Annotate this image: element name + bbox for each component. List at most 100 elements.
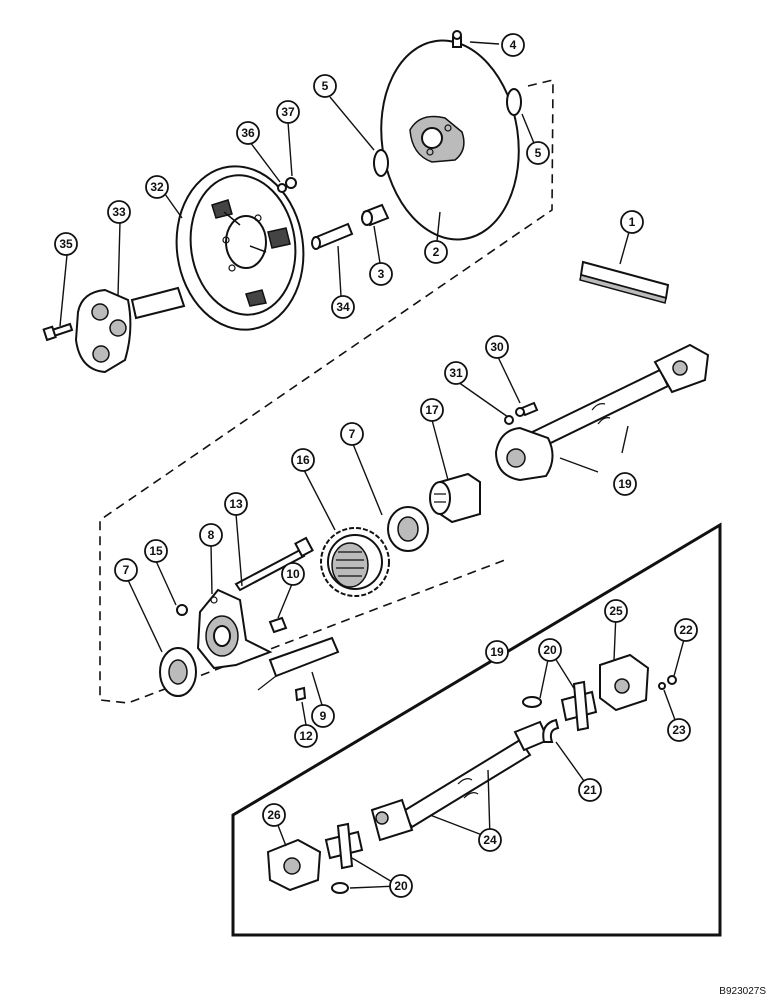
screw-12-part <box>294 686 307 702</box>
callout-5-left: 5 <box>313 74 337 98</box>
pin-part <box>311 222 354 250</box>
callout-19-upper: 19 <box>613 472 637 496</box>
callout-8-label: 8 <box>208 528 215 542</box>
grease-fitting-part <box>452 30 462 48</box>
screw-part <box>515 401 539 417</box>
callout-12: 12 <box>294 724 318 748</box>
callout-1: 1 <box>620 210 644 234</box>
callout-20-lower: 20 <box>389 874 413 898</box>
disc-part <box>380 39 520 241</box>
callout-31-label: 31 <box>449 366 463 380</box>
callout-7-upper: 7 <box>340 422 364 446</box>
callout-34: 34 <box>331 295 355 319</box>
callout-12-label: 12 <box>299 729 313 743</box>
pulley-part <box>175 165 305 331</box>
callout-17-label: 17 <box>425 403 439 417</box>
callout-36-label: 36 <box>241 126 255 140</box>
washer-23-part <box>658 682 666 690</box>
callout-2-label: 2 <box>433 245 440 259</box>
long-bolt-part <box>234 536 314 592</box>
callout-23: 23 <box>667 718 691 742</box>
small-washer-part <box>504 415 514 425</box>
leader-lines <box>59 41 687 889</box>
callout-33: 33 <box>107 200 131 224</box>
callout-24: 24 <box>478 828 502 852</box>
callout-21-label: 21 <box>583 783 597 797</box>
callout-22-label: 22 <box>679 623 693 637</box>
callout-10: 10 <box>281 562 305 586</box>
flange-bearing-part <box>429 472 481 524</box>
callout-7-lower-label: 7 <box>123 563 130 577</box>
callout-25: 25 <box>604 599 628 623</box>
callout-16-label: 16 <box>296 453 310 467</box>
set-screw-part <box>268 616 288 634</box>
shield-part <box>257 636 340 691</box>
lower-drive-shaft-part <box>370 720 550 842</box>
callout-24-label: 24 <box>483 833 497 847</box>
callout-25-label: 25 <box>609 604 623 618</box>
o-ring-left <box>373 149 389 177</box>
callout-10-label: 10 <box>286 567 300 581</box>
callout-13-label: 13 <box>229 497 243 511</box>
callout-9: 9 <box>311 704 335 728</box>
callout-3: 3 <box>369 262 393 286</box>
callout-22: 22 <box>674 618 698 642</box>
nut-22-part <box>667 675 677 685</box>
callout-8: 8 <box>199 523 223 547</box>
callout-35: 35 <box>54 232 78 256</box>
callout-32-label: 32 <box>150 180 164 194</box>
callout-9-label: 9 <box>320 709 327 723</box>
callout-5-right: 5 <box>526 141 550 165</box>
callout-17: 17 <box>420 398 444 422</box>
callout-7-upper-label: 7 <box>349 427 356 441</box>
flange-yoke-part <box>266 838 322 892</box>
callout-19-lower-label: 19 <box>490 645 504 659</box>
callout-20-lower-label: 20 <box>394 879 408 893</box>
callout-36: 36 <box>236 121 260 145</box>
bar-part <box>579 260 670 304</box>
washer-part <box>277 183 287 193</box>
callout-21: 21 <box>578 778 602 802</box>
nut-part <box>285 177 297 189</box>
bushing-part <box>361 203 390 227</box>
o-ring-right <box>506 88 522 116</box>
sprocket-part <box>320 527 390 597</box>
callout-5-right-label: 5 <box>535 146 542 160</box>
callout-31: 31 <box>444 361 468 385</box>
callout-15-label: 15 <box>149 544 163 558</box>
callout-30: 30 <box>485 335 509 359</box>
callout-37: 37 <box>276 100 300 124</box>
callout-15: 15 <box>144 539 168 563</box>
callout-23-label: 23 <box>672 723 686 737</box>
callout-20-upper-label: 20 <box>543 643 557 657</box>
callout-4: 4 <box>501 33 525 57</box>
cross-kit-upper-part <box>522 680 598 732</box>
callout-33-label: 33 <box>112 205 126 219</box>
seal-lower-part <box>159 647 197 697</box>
callout-19-upper-label: 19 <box>618 477 632 491</box>
callout-37-label: 37 <box>281 105 295 119</box>
callout-2: 2 <box>424 240 448 264</box>
reference-code: B923027S <box>719 986 766 997</box>
callout-32: 32 <box>145 175 169 199</box>
callout-4-label: 4 <box>510 38 517 52</box>
callout-3-label: 3 <box>378 267 385 281</box>
cross-kit-lower-part <box>324 822 364 894</box>
bearing-bracket-part <box>196 588 273 670</box>
retaining-ring-part <box>542 718 560 743</box>
yoke-part <box>599 653 650 712</box>
callout-26: 26 <box>262 803 286 827</box>
callout-16: 16 <box>291 448 315 472</box>
callout-19-lower: 19 <box>485 640 509 664</box>
callout-26-label: 26 <box>267 808 281 822</box>
callout-30-label: 30 <box>490 340 504 354</box>
hub-part <box>74 286 186 374</box>
shaft-inset-frame <box>231 522 722 937</box>
callout-20-upper: 20 <box>538 638 562 662</box>
callout-7-lower: 7 <box>114 558 138 582</box>
bolt-part <box>42 322 74 342</box>
upper-drive-shaft-part <box>494 343 710 482</box>
nut-15-part <box>176 604 188 616</box>
callout-5-left-label: 5 <box>322 79 329 93</box>
